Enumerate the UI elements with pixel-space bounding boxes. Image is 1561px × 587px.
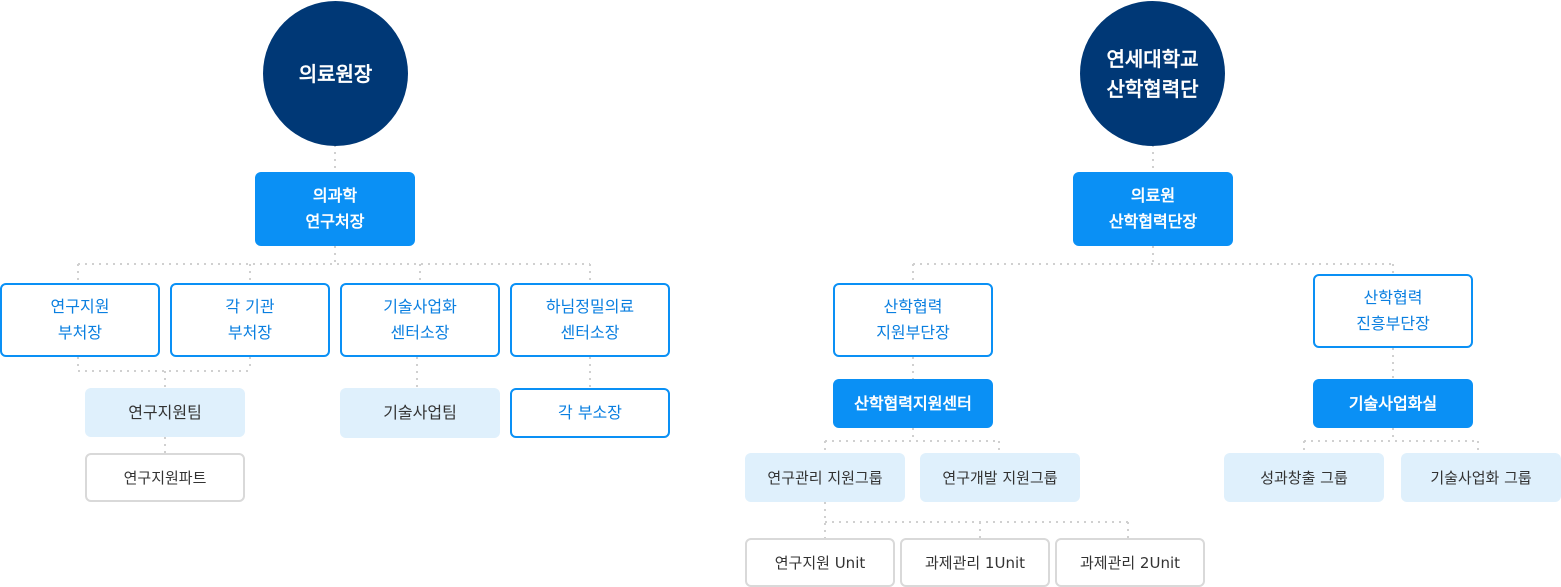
node-research-management-group: 연구관리 지원그룹	[745, 453, 905, 502]
node-foundation-dean: 의료원 산학협력단장	[1073, 172, 1233, 246]
node-sub-directors: 각 부소장	[510, 388, 670, 438]
node-research-support-part: 연구지원파트	[85, 453, 245, 502]
node-tech-commercialization-office: 기술사업화실	[1313, 379, 1473, 428]
node-research-support-deputy: 연구지원 부처장	[0, 283, 160, 357]
node-rnd-support-group: 연구개발 지원그룹	[920, 453, 1080, 502]
node-tech-commercialization-group: 기술사업화 그룹	[1401, 453, 1561, 502]
node-industry-support-center: 산학협력지원센터	[833, 379, 993, 428]
node-research-vp: 의과학 연구처장	[255, 172, 415, 246]
node-research-support-unit: 연구지원 Unit	[745, 538, 895, 587]
node-project-management-unit-1: 과제관리 1Unit	[900, 538, 1050, 587]
node-support-vice-dean: 산학협력 지원부단장	[833, 283, 993, 357]
node-university-industry-foundation: 연세대학교 산학협력단	[1080, 1, 1225, 146]
node-promotion-vice-dean: 산학협력 진흥부단장	[1313, 274, 1473, 348]
node-project-management-unit-2: 과제관리 2Unit	[1055, 538, 1205, 587]
node-tech-commercialization-director: 기술사업화 센터소장	[340, 283, 500, 357]
node-precision-medicine-director: 하님정밀의료 센터소장	[510, 283, 670, 357]
node-research-support-team: 연구지원팀	[85, 388, 245, 437]
node-medical-center-director: 의료원장	[263, 1, 408, 146]
node-tech-business-team: 기술사업팀	[340, 388, 500, 438]
node-outcome-creation-group: 성과창출 그룹	[1224, 453, 1384, 502]
node-institution-deputy: 각 기관 부처장	[170, 283, 330, 357]
